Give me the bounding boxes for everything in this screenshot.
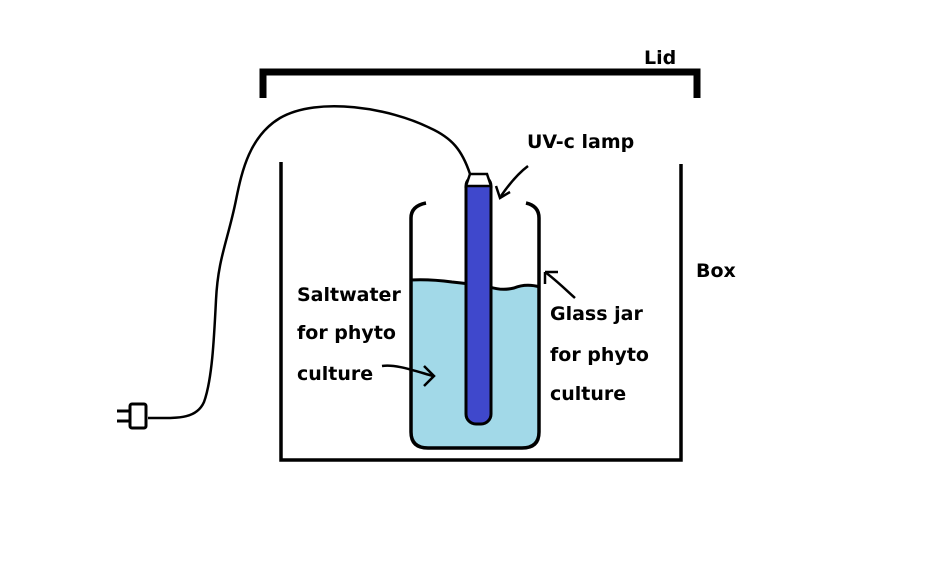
saltwater-label-line-3: culture <box>297 363 373 385</box>
glass-jar-arrow <box>543 270 576 299</box>
uv-c-lamp-cap <box>464 172 493 188</box>
glass-jar-label-line-1: Glass jar <box>550 303 643 325</box>
glass-jar-label-line-3: culture <box>550 383 626 405</box>
saltwater-label-line-1: Saltwater <box>297 284 401 306</box>
power-plug-icon <box>117 402 148 430</box>
lid-label: Lid <box>644 47 676 69</box>
box-label: Box <box>696 260 736 282</box>
power-cable <box>147 104 472 420</box>
glass-jar-label-line-2: for phyto <box>550 344 649 366</box>
saltwater-arrow <box>381 364 436 387</box>
saltwater-label-line-2: for phyto <box>297 322 396 344</box>
lid <box>259 68 701 98</box>
glass-jar <box>409 201 541 450</box>
uv-c-lamp <box>464 174 493 426</box>
uv-lamp-arrow <box>494 165 529 200</box>
box <box>279 162 683 462</box>
uv-c-lamp-label: UV-c lamp <box>527 131 634 153</box>
